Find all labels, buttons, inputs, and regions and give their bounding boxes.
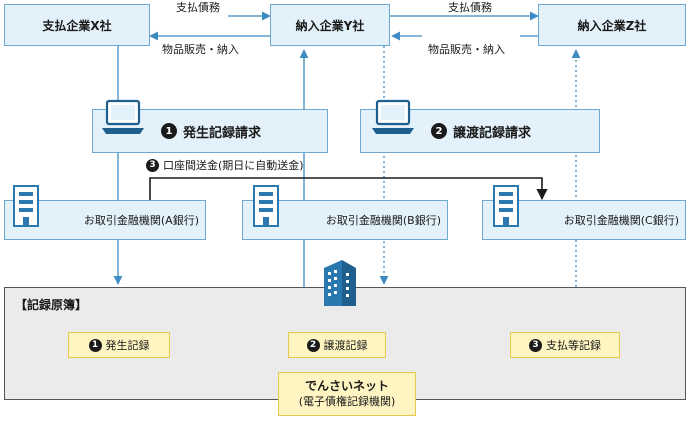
registry-title: 【記録原簿】 bbox=[15, 298, 88, 312]
record-issue-label: 発生記録 bbox=[105, 339, 150, 352]
office-building-icon bbox=[324, 260, 356, 306]
bank-building-icon bbox=[493, 185, 519, 227]
densai-net-name: でんさいネット bbox=[304, 379, 389, 393]
record-payment-number: 3 bbox=[529, 338, 542, 352]
record-issue-number: 1 bbox=[88, 338, 102, 352]
zy-sales-label: 物品販売・納入 bbox=[428, 43, 505, 56]
bank-building-icon bbox=[253, 185, 279, 227]
company-z-label: 納入企業Z社 bbox=[577, 18, 647, 33]
densai-net-subtitle: (電子債権記録機関) bbox=[298, 395, 396, 408]
laptop-icon bbox=[372, 99, 414, 134]
bank-building-icon bbox=[13, 185, 39, 227]
densai-net-box: でんさいネット (電子債権記録機関) bbox=[278, 372, 416, 416]
bank-b-label: お取引金融機関(B銀行) bbox=[325, 214, 441, 227]
laptop-icon bbox=[102, 99, 144, 134]
yx-sales-label: 物品販売・納入 bbox=[162, 43, 239, 56]
record-transfer-label: 譲渡記録 bbox=[323, 339, 368, 352]
bank-transfer-arrow bbox=[149, 177, 548, 201]
transfer-request-label: 譲渡記録請求 bbox=[453, 125, 532, 141]
xy-debt-label: 支払債務 bbox=[176, 1, 220, 14]
company-x-box: 支払企業X社 bbox=[4, 4, 150, 46]
issue-request-number: 1 bbox=[161, 123, 177, 139]
company-z-box: 納入企業Z社 bbox=[538, 4, 686, 46]
company-y-label: 納入企業Y社 bbox=[295, 18, 365, 33]
bank-transfer-label: 口座間送金(期日に自動送金) bbox=[163, 159, 304, 172]
transfer-request-number: 2 bbox=[431, 123, 447, 139]
bank-transfer-number: 3 bbox=[146, 158, 159, 172]
company-x-label: 支払企業X社 bbox=[42, 18, 112, 33]
bank-transfer-note: 3 口座間送金(期日に自動送金) bbox=[146, 157, 304, 173]
record-payment-label: 支払等記録 bbox=[546, 339, 601, 352]
bank-a-label: お取引金融機関(A銀行) bbox=[83, 214, 199, 227]
record-issue: 1 発生記録 bbox=[68, 332, 170, 358]
record-transfer: 2 譲渡記録 bbox=[288, 332, 386, 358]
issue-request-label: 発生記録請求 bbox=[183, 125, 262, 141]
yz-debt-label: 支払債務 bbox=[448, 1, 492, 14]
record-transfer-number: 2 bbox=[306, 338, 320, 352]
company-y-box: 納入企業Y社 bbox=[270, 4, 390, 46]
record-payment: 3 支払等記録 bbox=[510, 332, 620, 358]
bank-c-label: お取引金融機関(C銀行) bbox=[563, 214, 679, 227]
